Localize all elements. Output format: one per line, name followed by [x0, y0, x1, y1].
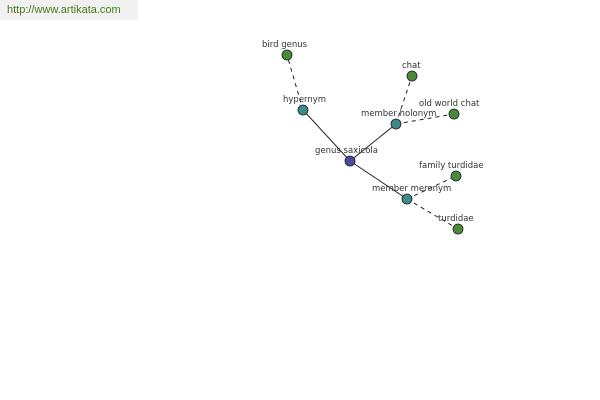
node-family-turdidae[interactable]	[450, 170, 462, 182]
node-hypernym[interactable]	[297, 104, 309, 116]
edge-genus-saxicola-to-hypernym	[302, 109, 351, 162]
edge-member-holonym-to-chat	[395, 75, 413, 125]
node-label-family-turdidae: family turdidae	[419, 161, 484, 171]
source-link[interactable]: http://www.artikata.com	[7, 4, 121, 16]
node-turdidae[interactable]	[452, 223, 464, 235]
node-bird-genus[interactable]	[281, 49, 293, 61]
edge-genus-saxicola-to-member-holonym	[349, 123, 397, 162]
source-bar: http://www.artikata.com	[0, 0, 138, 20]
node-label-turdidae: turdidae	[438, 214, 474, 224]
node-genus-saxicola[interactable]	[344, 155, 356, 167]
edge-hypernym-to-bird-genus	[286, 54, 304, 111]
node-label-genus-saxicola: genus saxicola	[315, 146, 378, 156]
node-label-bird-genus: bird genus	[262, 40, 308, 50]
node-label-chat: chat	[402, 61, 421, 71]
edge-genus-saxicola-to-member-meronym	[349, 160, 408, 200]
nodes-layer	[281, 49, 464, 235]
node-chat[interactable]	[406, 70, 418, 82]
node-member-holonym[interactable]	[390, 118, 402, 130]
edge-member-meronym-to-turdidae	[406, 198, 459, 230]
edges-layer	[286, 54, 459, 230]
node-old-world-chat[interactable]	[448, 108, 460, 120]
node-member-meronym[interactable]	[401, 193, 413, 205]
node-label-member-holonym: member holonym	[361, 109, 436, 119]
node-label-member-meronym: member meronym	[372, 184, 451, 194]
edge-member-holonym-to-old-world-chat	[395, 113, 455, 125]
node-label-hypernym: hypernym	[283, 95, 326, 105]
labels-layer: genus saxicola hypernym member holonym memb…	[262, 40, 484, 224]
node-label-old-world-chat: old world chat	[419, 99, 480, 109]
edge-member-meronym-to-family-turdidae	[406, 175, 457, 200]
